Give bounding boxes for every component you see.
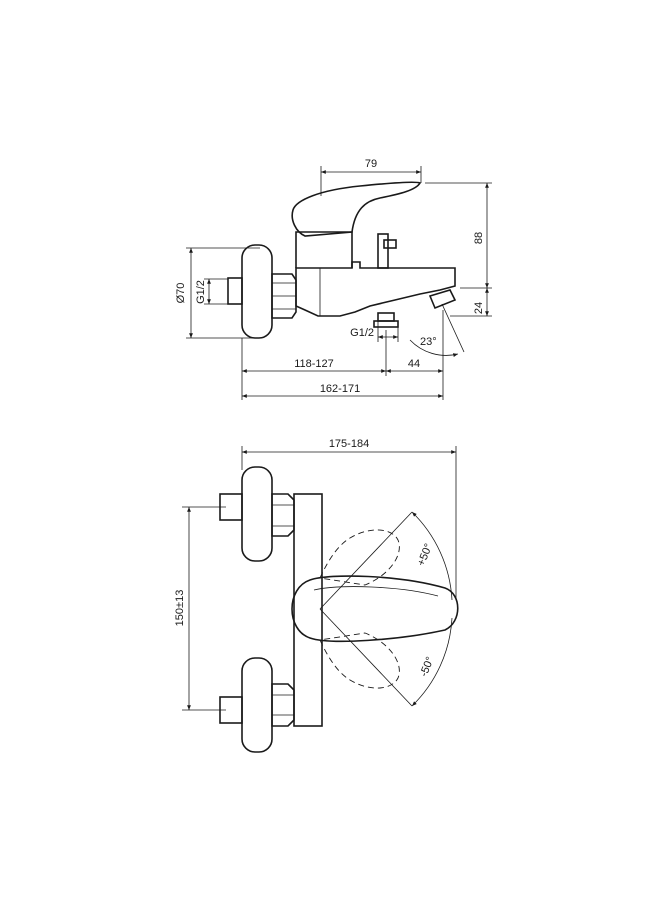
dim-g12-inlet: G1/2	[195, 280, 207, 304]
dim-162-171: 162-171	[320, 383, 360, 395]
cartridge	[295, 231, 353, 268]
shower-outlet	[377, 312, 395, 322]
inlet-pipe	[227, 277, 243, 305]
dim-150-13: 150±13	[174, 590, 186, 627]
handle-position-plus-50	[319, 529, 400, 586]
handle-position-minus-50	[319, 632, 400, 689]
dim-175-184: 175-184	[329, 438, 369, 450]
spout-outlet	[428, 289, 457, 310]
dim-79: 79	[365, 158, 377, 170]
lever-handle	[291, 181, 422, 237]
mixer-body	[295, 261, 456, 317]
angle-plus-50: +50°	[415, 542, 435, 568]
upper-flange	[241, 466, 273, 562]
dim-g12-outlet: G1/2	[350, 327, 374, 339]
hex-nut	[271, 273, 297, 319]
dim-24: 24	[473, 302, 485, 314]
upper-hex-nut	[271, 493, 295, 537]
side-view: 79 88 24 Ø70 G1/2 G1/2 23° 118	[175, 158, 492, 400]
dim-118-127: 118-127	[294, 358, 334, 370]
lower-flange	[241, 657, 273, 753]
dim-88: 88	[473, 232, 485, 244]
front-view: 175-184 +50° -50° 150±13	[174, 438, 459, 753]
diverter-knob	[377, 233, 389, 269]
dim-angle-23: 23°	[420, 336, 437, 348]
angle-minus-50: -50°	[418, 655, 437, 678]
wall-flange	[241, 244, 273, 339]
lever-handle-front	[291, 575, 459, 643]
mixer-body-front	[293, 493, 323, 727]
dim-diameter-70: Ø70	[175, 283, 187, 304]
lower-hex-nut	[271, 683, 295, 727]
dim-44: 44	[408, 358, 420, 370]
